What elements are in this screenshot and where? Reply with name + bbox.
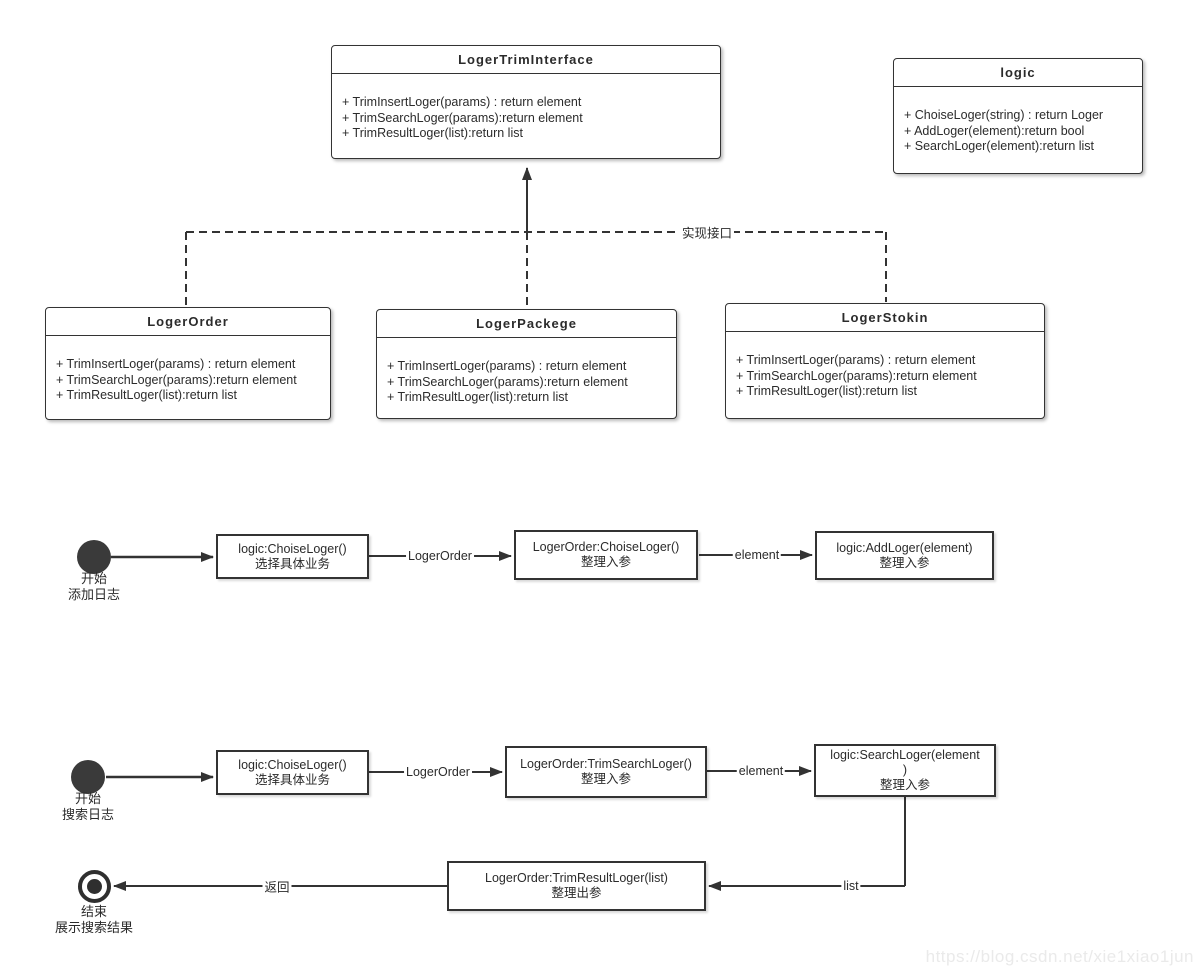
edge-label-element-add: element xyxy=(732,548,782,562)
flow-step-line: 整理入参 xyxy=(879,778,930,792)
edge-label-element-search: element xyxy=(736,764,786,778)
edge-label-loger-order-add: LogerOrder xyxy=(406,549,474,563)
start-subtitle: 搜索日志 xyxy=(61,807,114,822)
flow-step-line: 整理入参 xyxy=(580,772,631,786)
end-node-dot xyxy=(87,879,102,894)
flow-step-order-trim-search: LogerOrder:TrimSearchLoger() 整理入参 xyxy=(505,746,707,798)
class-title: LogerPackege xyxy=(377,310,676,338)
class-method: + TrimSearchLoger(params):return element xyxy=(736,368,977,383)
end-subtitle: 展示搜索结果 xyxy=(54,920,133,935)
class-method: + TrimResultLoger(list):return list xyxy=(342,126,523,140)
flow-step-line: 选择具体业务 xyxy=(254,772,330,787)
class-method: + ChoiseLoger(string) : return Loger xyxy=(904,108,1104,122)
flow-step-line: LogerOrder:TrimResultLoger(list) xyxy=(485,871,668,885)
class-methods: + TrimInsertLoger(params) : return eleme… xyxy=(726,332,1044,400)
class-method: + TrimInsertLoger(params) : return eleme… xyxy=(56,357,296,371)
realization-edge-label: 实现接口 xyxy=(679,222,735,242)
class-method: + TrimSearchLoger(params):return element xyxy=(387,374,628,389)
class-box-loger-packege: LogerPackege + TrimInsertLoger(params) :… xyxy=(376,309,677,419)
flow-step-choose-business-add: logic:ChoiseLoger() 选择具体业务 xyxy=(216,534,369,579)
class-title: LogerTrimInterface xyxy=(332,46,720,74)
flow-step-order-choise-loger: LogerOrder:ChoiseLoger() 整理入参 xyxy=(514,530,698,580)
class-method: + TrimInsertLoger(params) : return eleme… xyxy=(736,353,976,367)
flow-step-line: 选择具体业务 xyxy=(254,556,330,571)
edge-label-list: list xyxy=(841,879,861,893)
flow-step-line: 整理出参 xyxy=(551,886,602,900)
start-title: 开始 xyxy=(74,791,101,806)
class-method: + TrimResultLoger(list):return list xyxy=(736,384,917,398)
flow-step-line: ) xyxy=(902,763,908,777)
flow-step-line: logic:AddLoger(element) xyxy=(836,540,973,555)
class-methods: + TrimInsertLoger(params) : return eleme… xyxy=(46,336,330,404)
class-box-logic: logic + ChoiseLoger(string) : return Log… xyxy=(893,58,1143,174)
flow-step-order-trim-result: LogerOrder:TrimResultLoger(list) 整理出参 xyxy=(447,861,706,911)
flow-step-line: logic:ChoiseLoger() xyxy=(238,757,347,772)
class-box-loger-order: LogerOrder + TrimInsertLoger(params) : r… xyxy=(45,307,331,420)
end-node-label: 结束 展示搜索结果 xyxy=(14,904,174,936)
flow-step-line: LogerOrder:TrimSearchLoger() xyxy=(520,757,692,771)
class-box-loger-stokin: LogerStokin + TrimInsertLoger(params) : … xyxy=(725,303,1045,419)
flow-step-line: logic:SearchLoger(element xyxy=(830,748,980,762)
edge-label-loger-order-search: LogerOrder xyxy=(404,765,472,779)
class-method: + TrimSearchLoger(params):return element xyxy=(342,110,583,125)
class-method: + TrimInsertLoger(params) : return eleme… xyxy=(387,359,627,373)
class-method: + SearchLoger(element):return list xyxy=(904,139,1095,153)
watermark-text: https://blog.csdn.net/xie1xiao1jun xyxy=(925,947,1194,966)
class-method: + TrimInsertLoger(params) : return eleme… xyxy=(342,95,582,109)
end-node-search-result xyxy=(78,870,111,903)
class-method: + AddLoger(element):return bool xyxy=(904,123,1085,138)
flow-step-line: 整理入参 xyxy=(580,555,631,569)
class-methods: + ChoiseLoger(string) : return Loger + A… xyxy=(894,87,1142,155)
flow-step-logic-add-loger: logic:AddLoger(element) 整理入参 xyxy=(815,531,994,580)
flow-step-line: 整理入参 xyxy=(879,555,930,570)
start-node-label: 开始 添加日志 xyxy=(34,571,154,603)
end-title: 结束 xyxy=(80,904,107,919)
class-methods: + TrimInsertLoger(params) : return eleme… xyxy=(377,338,676,406)
class-methods: + TrimInsertLoger(params) : return eleme… xyxy=(332,74,720,142)
start-node-search-log xyxy=(71,760,105,794)
class-box-loger-trim-interface: LogerTrimInterface + TrimInsertLoger(par… xyxy=(331,45,721,159)
start-node-label: 开始 搜索日志 xyxy=(28,791,148,823)
class-method: + TrimResultLoger(list):return list xyxy=(56,388,237,402)
flow-step-line: logic:ChoiseLoger() xyxy=(238,541,347,556)
edge-label-return: 返回 xyxy=(262,876,292,896)
class-title: LogerOrder xyxy=(46,308,330,336)
start-title: 开始 xyxy=(80,571,107,586)
start-subtitle: 添加日志 xyxy=(67,587,120,602)
class-title: LogerStokin xyxy=(726,304,1044,332)
class-method: + TrimSearchLoger(params):return element xyxy=(56,372,297,387)
flow-step-choose-business-search: logic:ChoiseLoger() 选择具体业务 xyxy=(216,750,369,795)
class-method: + TrimResultLoger(list):return list xyxy=(387,390,568,404)
flow-step-logic-search-loger: logic:SearchLoger(element ) 整理入参 xyxy=(814,744,996,797)
flow-step-line: LogerOrder:ChoiseLoger() xyxy=(532,540,680,554)
class-title: logic xyxy=(894,59,1142,87)
start-node-add-log xyxy=(77,540,111,574)
